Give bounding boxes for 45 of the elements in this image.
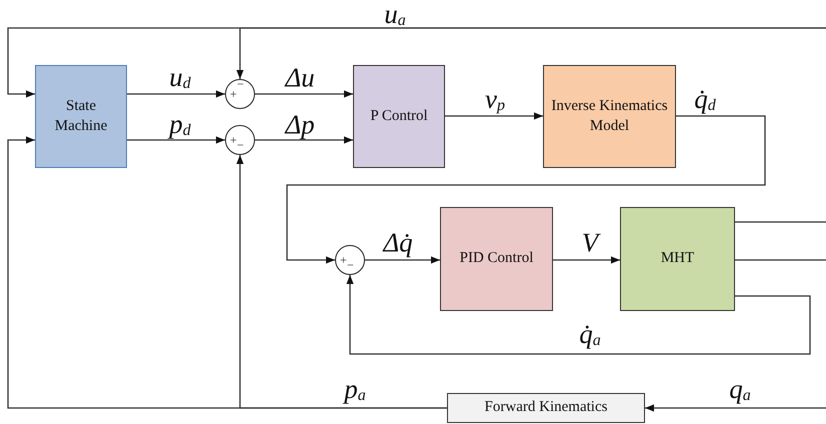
arrow [346,275,811,355]
arrow [236,155,447,409]
edge-label: v$_{p}$ [485,86,505,114]
box-label: MHT [660,249,696,268]
edge-label: Δq̇ [383,230,413,256]
sign-symbol: − [237,78,244,90]
sign-symbol: − [237,139,244,151]
summing-junction [225,79,255,109]
arrow [236,27,826,79]
arrow [365,256,440,264]
sign-symbol: + [230,134,237,146]
arrow [255,136,353,144]
box-label: Forward Kinematics [484,398,608,418]
process-box [620,207,735,311]
process-box [35,65,127,168]
edge-label: q̇$_{d}$ [694,86,716,114]
edge-label: p$_{a}$ [344,376,366,404]
process-box [353,65,445,168]
process-box [447,393,645,423]
edge-label: u$_{a}$ [384,1,406,29]
sign-symbol: − [347,259,354,271]
box-label: P Control [369,106,429,126]
edge-label: u$_{d}$ [169,64,191,92]
arrow [127,90,225,98]
summing-junction [335,245,365,275]
arrow [255,90,353,98]
box-label: PID Control [458,249,534,268]
edge-label: p$_{d}$ [169,111,191,139]
arrow [127,136,225,144]
process-box [440,207,553,311]
box-label: Inverse Kinematics Model [550,97,669,136]
box-label: State Machine [54,97,108,136]
arrow [553,256,620,264]
arrow [286,115,766,264]
edge-label: Δp [285,112,315,138]
arrow [645,404,826,412]
edge-label: V [582,230,598,256]
edge-label: q̇$_{a}$ [579,321,601,349]
sign-symbol: + [340,254,347,266]
process-box [543,65,676,168]
edge-label: q$_{a}$ [729,376,751,404]
arrow [445,112,543,120]
sign-symbol: + [230,88,237,100]
edge-label: Δu [285,64,315,92]
summing-junction [225,125,255,155]
